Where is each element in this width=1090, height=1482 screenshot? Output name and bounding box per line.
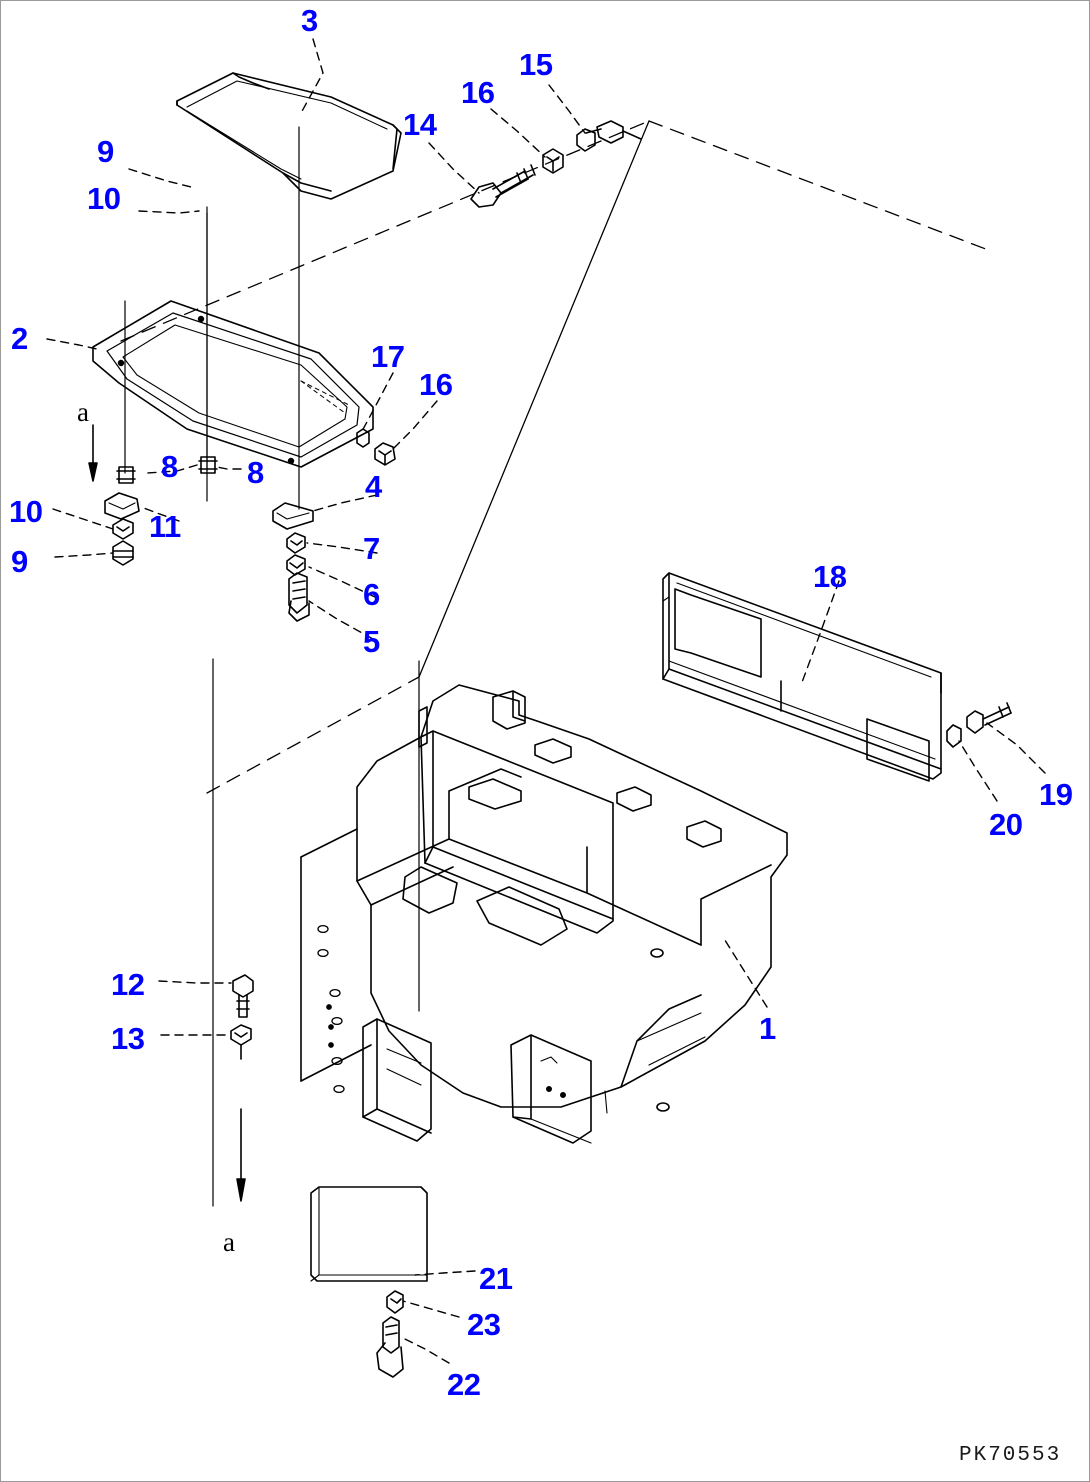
part-21-under-cover: [310, 1186, 428, 1282]
section-arrow-a-bottom: [236, 1108, 246, 1202]
hardware-22-23: [376, 1290, 404, 1378]
section-arrow-a-top: [88, 424, 98, 482]
callout-nut: 9: [11, 544, 28, 579]
callout-washer: 7: [363, 531, 380, 566]
callout-seal-frame: 2: [11, 321, 28, 356]
callout-washer: 10: [87, 181, 121, 216]
callout-lock-washer: 6: [363, 577, 380, 612]
callout-cover-plate: 3: [301, 3, 318, 38]
callout-side-rail-panel: 18: [813, 559, 847, 594]
hardware-group-left: [104, 456, 218, 566]
callout-bolt: 22: [447, 1367, 481, 1402]
callout-bracket: 4: [365, 469, 382, 504]
callout-washer: 10: [9, 494, 43, 529]
callout-nut: 16: [419, 367, 453, 402]
part-1-main-frame: [300, 684, 788, 1144]
hardware-14-16-15: [470, 120, 642, 208]
callout-main-frame-chassis: 1: [759, 1011, 776, 1046]
callout-washer: 17: [371, 339, 405, 374]
part-3-cover-plate: [176, 72, 402, 200]
callout-bolt: 19: [1039, 777, 1073, 812]
callout-nut: 16: [461, 75, 495, 110]
callout-washer: 20: [989, 807, 1023, 842]
sheet-part-number: PK70553: [959, 1444, 1062, 1467]
callout-under-cover: 21: [479, 1261, 513, 1296]
callout-bolt: 14: [403, 107, 437, 142]
part-18-side-rail: [662, 572, 942, 782]
callout-grommet: 8: [161, 449, 178, 484]
callout-clamp: 11: [149, 509, 181, 544]
callout-bolt: 5: [363, 624, 380, 659]
hardware-12-13: [230, 974, 254, 1060]
callout-washer: 23: [467, 1307, 501, 1342]
hardware-stack-4-7-6-5: [272, 502, 314, 622]
section-mark-a-bottom: a: [223, 1227, 235, 1257]
hardware-19-20: [946, 702, 1012, 748]
callout-bolt: 12: [111, 967, 145, 1002]
section-mark-a-top: a: [77, 397, 89, 427]
callout-washer: 15: [519, 47, 553, 82]
callout-washer: 13: [111, 1021, 145, 1056]
callout-nut: 9: [97, 134, 114, 169]
part-2-seal-frame: [92, 300, 374, 468]
callout-grommet: 8: [247, 455, 264, 490]
